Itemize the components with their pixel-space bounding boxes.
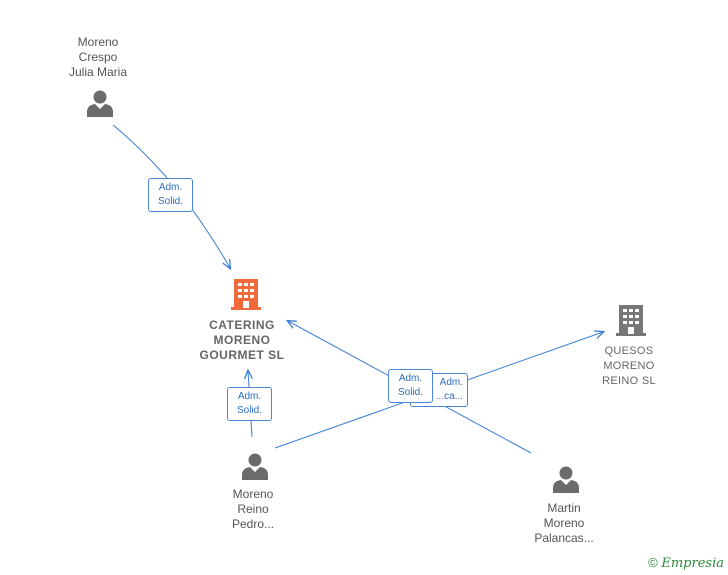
person-label-pedro[interactable]: Moreno Reino Pedro... <box>203 487 303 532</box>
person-name-line: Moreno <box>232 487 274 501</box>
company-label-catering[interactable]: CATERING MORENO GOURMET SL <box>186 318 298 363</box>
edge-badge-pedro-catering[interactable]: Adm. Solid. <box>227 387 272 421</box>
person-label-martin[interactable]: Martin Moreno Palancas... <box>514 501 614 546</box>
company-name-line: QUESOS <box>604 345 654 357</box>
person-name-line: Moreno <box>543 516 585 530</box>
person-icon[interactable] <box>241 452 269 480</box>
edge-badge-julia-catering[interactable]: Adm. Solid. <box>148 178 193 212</box>
person-name-line: Martin <box>547 501 581 515</box>
edge-badge-pedro-quesos[interactable]: Adm. Solid. <box>388 369 433 403</box>
person-name-line: Reino <box>237 502 269 516</box>
person-icon[interactable] <box>552 465 580 493</box>
person-name-line: Julia Maria <box>68 65 128 79</box>
company-name-line: MORENO <box>213 333 271 347</box>
person-name-line: Palancas... <box>534 531 594 545</box>
person-name-line: Pedro... <box>231 517 275 531</box>
building-icon[interactable] <box>231 277 261 311</box>
brand-name: Empresia <box>661 556 724 571</box>
person-label-julia[interactable]: Moreno Crespo Julia Maria <box>48 35 148 80</box>
footer-brand[interactable]: © Empresia <box>648 555 724 571</box>
company-name-line: MORENO <box>603 360 655 372</box>
company-label-quesos[interactable]: QUESOS MORENO REINO SL <box>584 344 674 389</box>
company-name-line: REINO SL <box>602 375 656 387</box>
person-icon[interactable] <box>86 89 114 117</box>
company-name-line: GOURMET SL <box>199 348 285 362</box>
company-name-line: CATERING <box>209 318 275 332</box>
copyright-symbol: © <box>648 555 658 570</box>
person-name-line: Crespo <box>78 50 118 64</box>
building-icon[interactable] <box>616 303 646 337</box>
person-name-line: Moreno <box>77 35 119 49</box>
